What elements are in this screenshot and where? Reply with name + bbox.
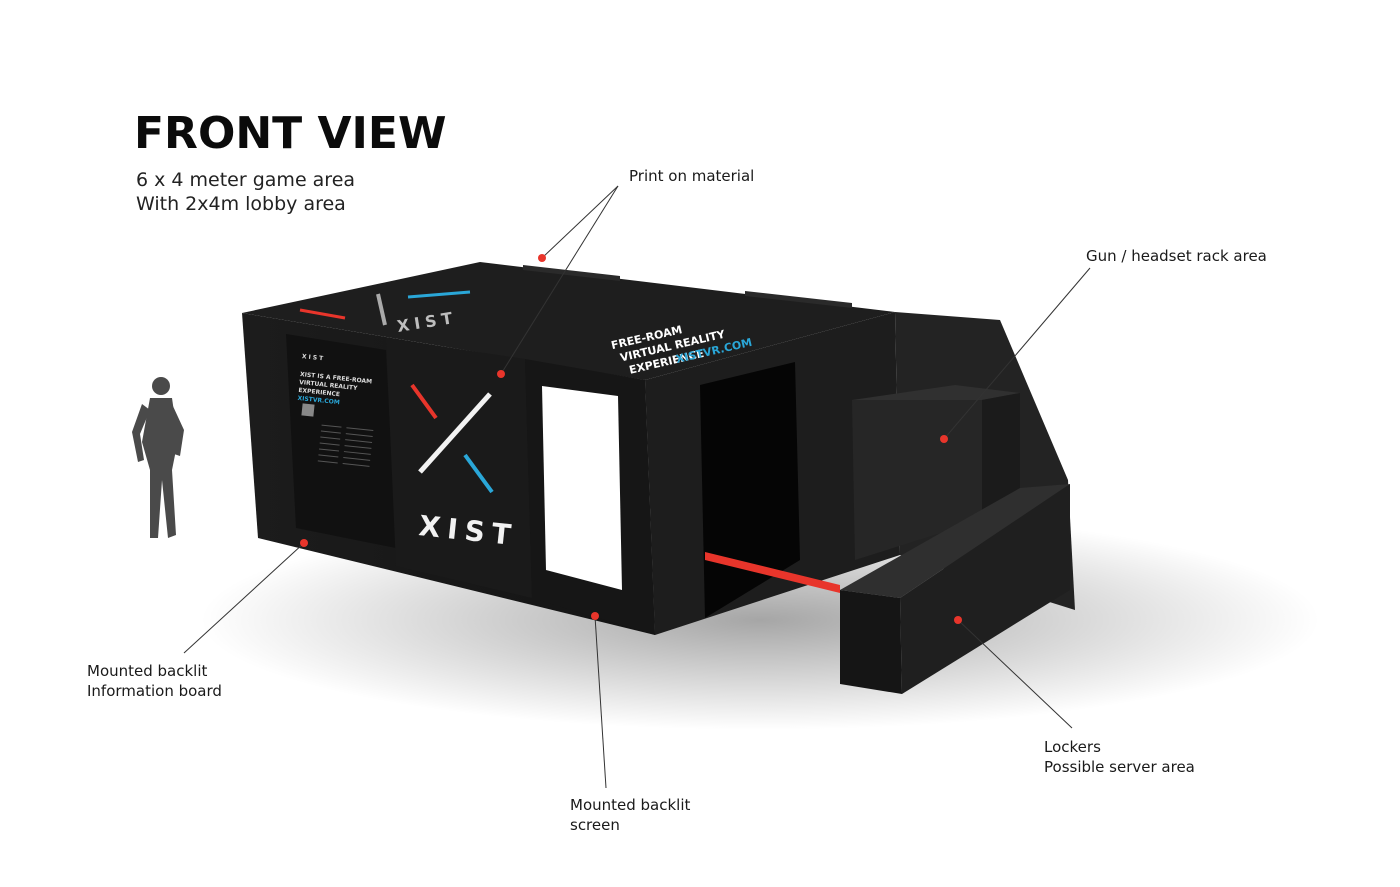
callout-dot-roof xyxy=(538,254,546,262)
board-qr-code xyxy=(301,403,315,417)
human-scale-figure xyxy=(132,377,184,538)
page-title: FRONT VIEW xyxy=(134,108,447,159)
subtitle-line-2: With 2x4m lobby area xyxy=(136,193,346,215)
callout-dot-rack xyxy=(940,435,948,443)
board-url-text: XISTVR.COM xyxy=(297,395,340,406)
callout-dot-screen xyxy=(591,612,599,620)
subtitle-line-1: 6 x 4 meter game area xyxy=(136,169,356,191)
label-screen-line-2: screen xyxy=(570,816,620,834)
roof-red-stroke xyxy=(299,308,346,320)
callout-line-print-roof xyxy=(541,185,619,259)
label-print-on-material: Print on material xyxy=(629,167,755,185)
rack-block-front xyxy=(852,388,982,560)
locker-block-front xyxy=(840,590,902,694)
label-lockers: Lockers Possible server area xyxy=(1044,737,1195,777)
label-info-board: Mounted backlit Information board xyxy=(87,661,222,701)
label-screen-line-1: Mounted backlit xyxy=(570,796,691,814)
roof-edge xyxy=(745,291,852,308)
booth-roof xyxy=(242,262,895,380)
locker-block-side xyxy=(900,484,1070,694)
callout-line-lockers xyxy=(957,619,1073,729)
red-floor-strip xyxy=(705,552,840,593)
label-backlit-screen: Mounted backlit screen xyxy=(570,795,690,835)
rack-block-side xyxy=(982,393,1020,520)
callout-dot-info-board xyxy=(300,539,308,547)
board-text-line3: EXPERIENCE xyxy=(298,387,340,398)
label-lockers-line-1: Lockers xyxy=(1044,738,1101,756)
callout-line-info-board xyxy=(183,542,305,654)
callout-line-screen xyxy=(594,615,607,789)
roof-edge xyxy=(523,265,620,281)
board-brand-text: XIST xyxy=(302,353,326,362)
logo-panel xyxy=(386,338,532,598)
label-info-board-line-1: Mounted backlit xyxy=(87,662,208,680)
locker-block-top xyxy=(840,484,1070,598)
roof-white-stroke xyxy=(376,293,387,326)
logo-blue-stroke xyxy=(463,453,494,494)
board-body-text-lines xyxy=(317,424,374,467)
info-board-panel xyxy=(286,334,396,548)
callout-dot-lockers xyxy=(954,616,962,624)
label-info-board-line-2: Information board xyxy=(87,682,222,700)
label-rack-area: Gun / headset rack area xyxy=(1086,247,1267,265)
rack-block-top xyxy=(852,385,1020,400)
entrance-opening xyxy=(700,362,800,618)
backlit-screen xyxy=(542,386,622,590)
roof-blue-stroke xyxy=(407,290,471,299)
logo-white-stroke xyxy=(418,392,492,474)
page-subtitle: 6 x 4 meter game area With 2x4m lobby ar… xyxy=(136,168,355,216)
logo-red-stroke xyxy=(410,383,438,420)
callout-dot-wall xyxy=(497,370,505,378)
callout-line-rack xyxy=(943,267,1091,440)
label-lockers-line-2: Possible server area xyxy=(1044,758,1195,776)
callout-line-print-wall xyxy=(500,185,619,375)
